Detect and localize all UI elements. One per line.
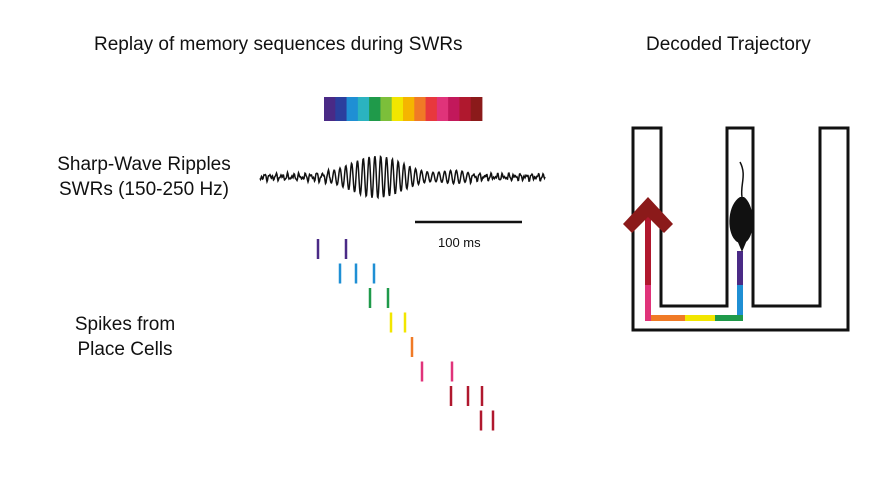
spikes-label-line2: Place Cells: [77, 339, 173, 360]
maze-outer-wall: [631, 126, 850, 332]
color-segment: [436, 97, 449, 121]
rat-tail: [739, 161, 744, 198]
rat-icon: [729, 161, 753, 252]
rat-head: [737, 240, 747, 252]
swr-label: Sharp-Wave Ripples SWRs (150-250 Hz): [44, 152, 244, 202]
color-segment: [425, 97, 438, 121]
replay-title: Replay of memory sequences during SWRs: [94, 34, 463, 55]
spike-raster: [316, 239, 495, 431]
arrow-head: [623, 197, 673, 233]
spikes-label-line1: Spikes from: [74, 314, 176, 335]
color-segment: [414, 97, 426, 121]
color-segment: [335, 97, 347, 121]
decoded-trajectory-path: [645, 215, 743, 321]
color-segment: [357, 97, 370, 121]
color-segment: [346, 97, 359, 121]
color-segment: [403, 97, 415, 121]
rat-body: [729, 197, 753, 243]
color-segment: [448, 97, 460, 121]
color-segment: [380, 97, 393, 121]
swr-label-line1: Sharp-Wave Ripples: [57, 154, 231, 175]
color-segment: [324, 97, 336, 121]
scale-bar-label: 100 ms: [438, 235, 481, 250]
decoded-trajectory-title: Decoded Trajectory: [646, 34, 811, 55]
color-sequence-bar: [324, 97, 483, 121]
spikes-label: Spikes from Place Cells: [40, 312, 210, 362]
color-segment: [470, 97, 483, 121]
trajectory-arrow-icon: [623, 197, 673, 233]
color-segment: [391, 97, 404, 121]
color-segment: [369, 97, 381, 121]
swr-label-line2: SWRs (150-250 Hz): [59, 179, 229, 200]
ripple-waveform: [259, 155, 546, 200]
w-maze: [631, 126, 850, 332]
color-segment: [459, 97, 472, 121]
